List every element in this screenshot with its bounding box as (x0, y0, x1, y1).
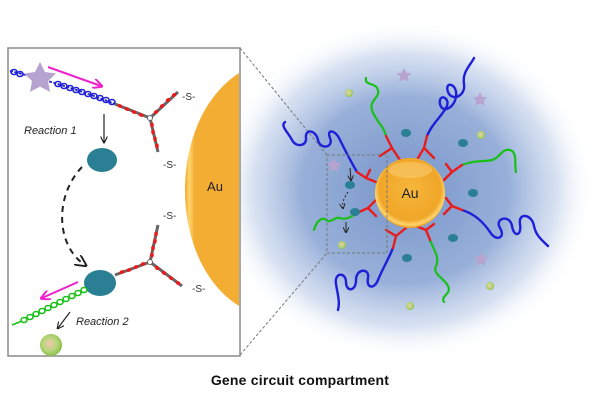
fluorophore-stars (326, 68, 489, 266)
reaction-inset-panel: Au (7, 47, 241, 357)
thiol-label: -S- (182, 92, 195, 103)
star-fluorophore-icon (24, 62, 56, 92)
product-strand (11, 286, 88, 326)
gold-nanoparticle: Au (375, 158, 445, 228)
thiol-label: -S- (163, 160, 176, 171)
recycle-dashed-arrow (61, 166, 85, 265)
reaction-1-label: Reaction 1 (24, 125, 77, 137)
substrate-strand (9, 62, 116, 106)
zoom-connector (239, 47, 328, 356)
thiol-label: -S- (163, 211, 176, 222)
bound-enzyme-blob (84, 270, 116, 296)
reaction-2-arrow (58, 311, 71, 328)
product-dots (338, 89, 494, 310)
top-scaffold: -S- -S- (114, 90, 195, 171)
nanoparticle-au-label: Au (401, 185, 418, 201)
enzyme-dots (345, 129, 478, 262)
release-arrow (42, 281, 79, 298)
bottom-scaffold: -S- -S- (114, 211, 205, 295)
inset-region-marker (326, 154, 388, 254)
reaction-2-label: Reaction 2 (76, 316, 129, 328)
enzyme-blob (87, 148, 117, 172)
gold-surface: Au (185, 73, 239, 306)
thiol-label: -S- (192, 284, 205, 295)
blue-strands (282, 56, 550, 312)
product-sphere (40, 334, 62, 356)
green-strands (312, 76, 518, 304)
inset-au-label: Au (207, 179, 223, 194)
figure-caption: Gene circuit compartment (210, 372, 390, 388)
strand-displacement-arrow (47, 66, 101, 86)
